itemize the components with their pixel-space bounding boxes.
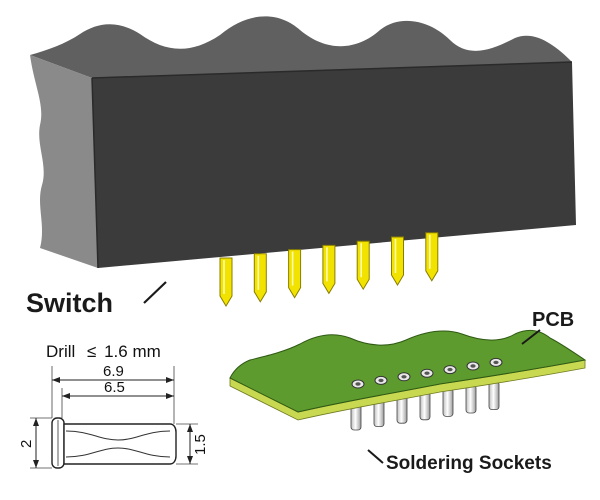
pcb-sockets	[350, 381, 500, 431]
switch-pin	[322, 244, 336, 295]
drill-label: Drill ≤ 1.6 mm	[46, 342, 161, 361]
switch-leader-line	[143, 281, 167, 304]
arrow-6-9-right	[166, 377, 174, 383]
soldering-socket	[442, 387, 454, 417]
switch-pin	[288, 249, 302, 299]
pcb-label: PCB	[532, 309, 574, 331]
soldering-sockets-leader-line	[367, 449, 384, 464]
arrow-6-5-left	[62, 393, 70, 399]
arrow-1-5-bottom	[187, 456, 193, 464]
soldering-socket	[419, 391, 431, 421]
switch-pin	[253, 253, 267, 303]
switch-pins	[219, 232, 439, 307]
arrow-2-top	[33, 418, 39, 426]
socket-profile-bore	[65, 430, 171, 458]
switch-body	[30, 16, 576, 269]
solder-pad-hole	[401, 375, 407, 379]
switch-pin	[356, 240, 370, 291]
socket-dimension-drawing: Drill ≤ 1.6 mm 6.9 6.5 2	[18, 342, 209, 469]
pcb-pads	[351, 357, 503, 389]
switch-pin	[219, 257, 233, 307]
solder-pad-hole	[355, 382, 361, 386]
solder-pad-hole	[378, 378, 384, 383]
switch-top-face	[30, 16, 572, 79]
pcb-board	[229, 330, 587, 431]
socket-profile-body	[63, 423, 177, 465]
switch-front-edge	[91, 61, 573, 79]
solder-pad-hole	[447, 367, 453, 372]
solder-pad-hole	[424, 371, 430, 375]
soldering-socket	[465, 384, 477, 414]
arrow-6-9-left	[52, 377, 60, 383]
dimension-6-5-label: 6.5	[104, 379, 125, 396]
solder-pad-hole	[493, 360, 499, 365]
pcb-leader-line	[521, 329, 541, 345]
arrow-6-5-right	[166, 393, 174, 399]
solder-pad-hole	[470, 364, 476, 368]
dimension-6-9-label: 6.9	[103, 363, 124, 380]
switch-pin	[391, 236, 404, 286]
arrow-1-5-top	[187, 424, 193, 432]
switch-front-face	[92, 62, 576, 268]
switch-pin	[425, 232, 439, 282]
dimension-2-label: 2	[18, 440, 35, 448]
arrow-2-bottom	[33, 460, 39, 468]
soldering-sockets-label: Soldering Sockets	[386, 453, 552, 474]
switch-side-face	[30, 55, 98, 268]
switch-vertical-edge	[91, 77, 99, 269]
soldering-socket	[488, 381, 500, 411]
dimension-1-5-label: 1.5	[192, 434, 209, 455]
pcb-top-face	[229, 330, 587, 413]
switch-label: Switch	[26, 288, 113, 318]
